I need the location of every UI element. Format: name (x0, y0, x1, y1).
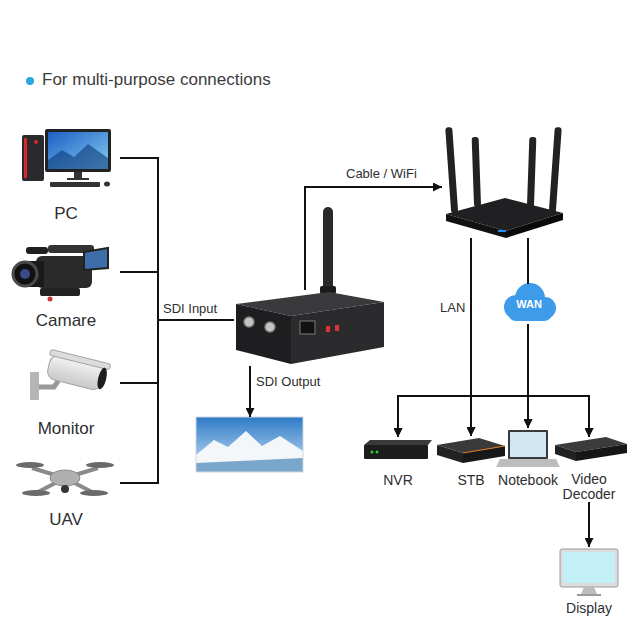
device-node (442, 124, 564, 238)
connector-line (528, 324, 589, 437)
notebook-icon (496, 430, 560, 467)
device-node: UAV (12, 456, 120, 530)
label-holder: Monitor (38, 419, 95, 439)
node-label: Camare (36, 311, 96, 331)
node-label: UAV (49, 510, 83, 530)
device-node: WAN (500, 284, 558, 324)
node-label: STB (457, 472, 484, 489)
connector-line (305, 187, 442, 290)
display-icon (560, 549, 618, 596)
drone-icon (16, 462, 114, 496)
device-node: Notebook (499, 428, 557, 489)
device-node: Camare (12, 238, 120, 331)
stb-icon (437, 438, 505, 463)
device-node: NVR (360, 437, 436, 489)
connector-line (398, 324, 528, 437)
connector-line (120, 158, 234, 320)
connector-label: Cable / WiFi (346, 166, 417, 181)
node-label: Display (566, 600, 612, 617)
connector-line (120, 320, 234, 483)
camcorder-icon (13, 245, 108, 302)
node-label: Monitor (38, 419, 95, 439)
connector-line (120, 320, 234, 383)
label-holder: Video Decoder (549, 472, 629, 502)
connector-line (527, 324, 529, 428)
connector-label: SDI Output (256, 374, 320, 389)
connector-line (398, 238, 471, 437)
node-label: NVR (383, 472, 413, 489)
label-holder: STB (457, 472, 484, 489)
device-node (196, 417, 303, 472)
connector-line (588, 502, 590, 547)
node-label: PC (54, 204, 78, 224)
output-screen (196, 417, 303, 472)
router-icon (445, 127, 563, 238)
node-label: Notebook (498, 472, 558, 489)
cctv-camera-icon (30, 349, 111, 400)
connector-line (470, 238, 472, 436)
device-node: PC (12, 125, 120, 224)
label-holder: UAV (49, 510, 83, 530)
title-bullet (26, 77, 34, 85)
connector-line (471, 238, 589, 437)
video-decoder-icon (555, 437, 627, 461)
encoder-device (236, 207, 384, 364)
label-holder: Display (566, 600, 612, 617)
connector-line (471, 238, 528, 428)
nvr-icon (364, 440, 432, 459)
device-node: Display (553, 547, 625, 617)
connector-label: SDI Input (163, 301, 217, 316)
label-holder: Camare (36, 311, 96, 331)
connector-label: LAN (440, 300, 465, 315)
label-holder: WAN (500, 284, 558, 324)
node-label: WAN (516, 298, 542, 310)
label-holder: PC (54, 204, 78, 224)
label-holder: NVR (383, 472, 413, 489)
diagram-title: For multi-purpose connections (42, 70, 271, 90)
wan-cloud (504, 283, 556, 321)
connector-line (527, 238, 529, 284)
connector-line (249, 366, 251, 417)
device-node (234, 290, 386, 366)
connector-line (471, 324, 528, 436)
device-node: Video Decoder (552, 437, 626, 502)
device-node: Monitor (12, 352, 120, 439)
pc-icon (22, 129, 111, 187)
connector-line (120, 272, 234, 320)
node-label: Video Decoder (549, 472, 629, 502)
device-node: STB (437, 436, 505, 489)
label-holder: Notebook (498, 472, 558, 489)
